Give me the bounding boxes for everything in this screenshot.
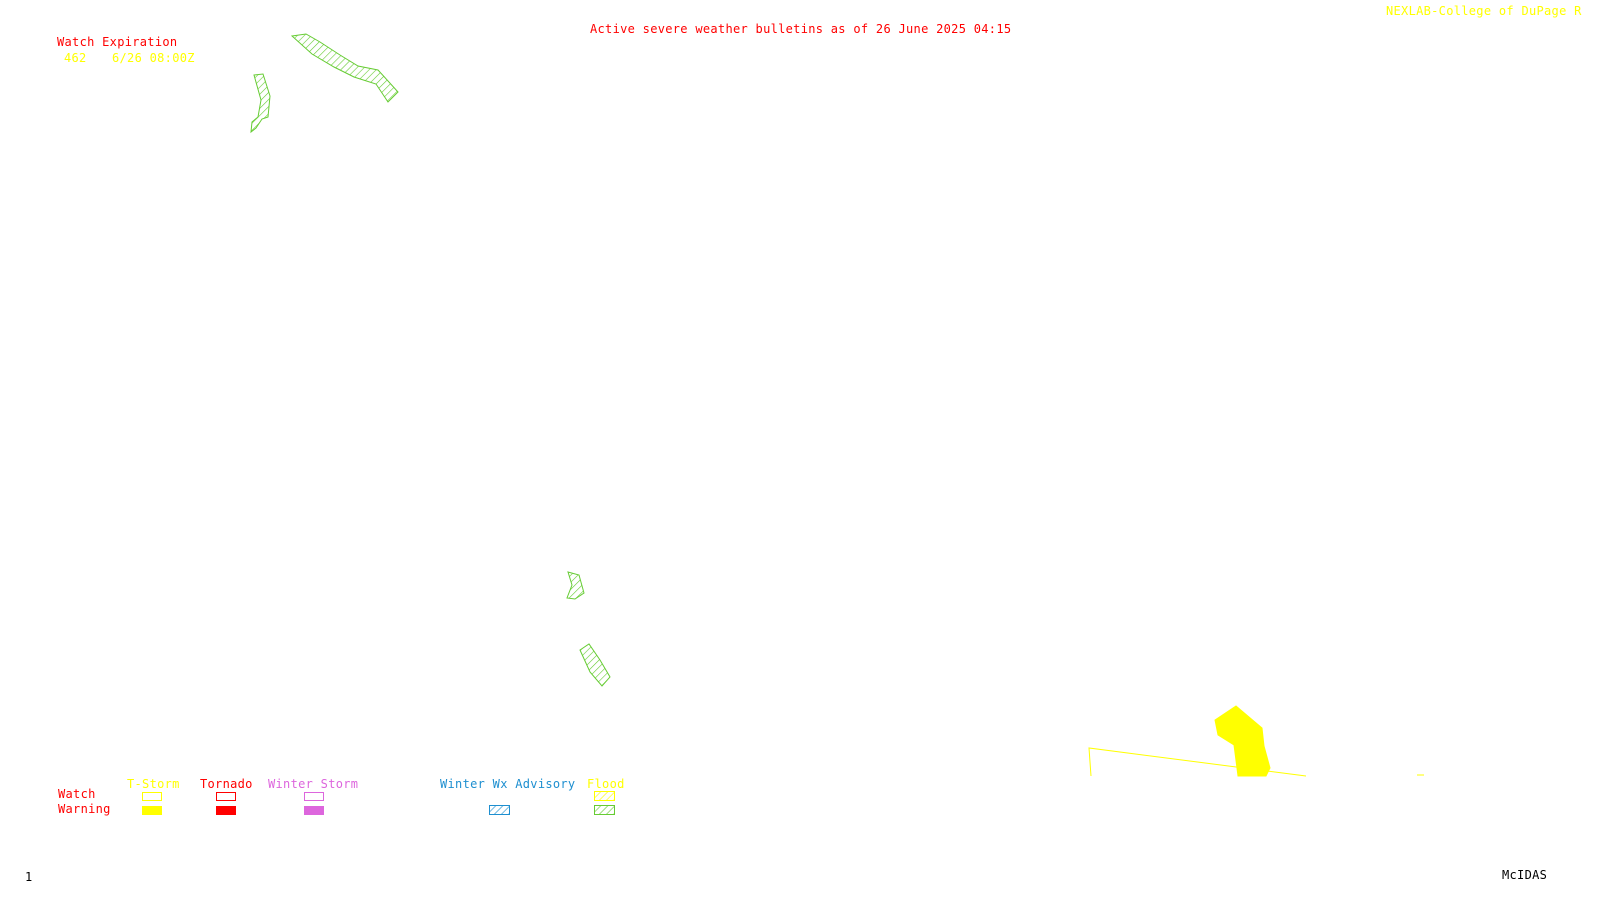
watch-expires-time: 6/26 08:00Z [112,51,195,65]
legend-flood-warning-swatch [594,805,615,815]
legend-winter-storm-warning-swatch [304,806,324,815]
flood-warning-polygon [290,33,399,103]
legend-winter-storm-watch-swatch [304,792,324,801]
legend-flood-label: Flood [587,777,625,791]
watch-number: 462 [64,51,87,65]
legend-winter-storm-label: Winter Storm [268,777,359,791]
flood-warning-polygon [566,571,585,600]
legend-tstorm-warning-swatch [142,806,162,815]
legend-tstorm-label: T-Storm [127,777,180,791]
tstorm-warning-polygon [1214,705,1271,777]
software-label: McIDAS [1502,868,1548,882]
legend-tornado-warning-swatch [216,806,236,815]
legend-winter-advisory-label: Winter Wx Advisory [440,777,576,791]
legend-winter-advisory-swatch [489,805,510,815]
watch-expiration-label: Watch Expiration [57,35,178,49]
legend-tornado-label: Tornado [200,777,253,791]
flood-warning-polygon [250,73,271,134]
bulletin-title: Active severe weather bulletins as of 26… [590,22,1012,36]
legend-flood-watch-swatch [594,791,615,801]
flood-warning-polygon [579,643,611,687]
frame-number: 1 [25,870,33,884]
legend-tstorm-watch-swatch [142,792,162,801]
legend-warning-label: Warning [58,802,111,816]
legend-tornado-watch-swatch [216,792,236,801]
source-credit: NEXLAB-College of DuPage R [1386,4,1582,18]
legend-watch-label: Watch [58,787,96,801]
tstorm-watch-outline [1088,747,1307,777]
